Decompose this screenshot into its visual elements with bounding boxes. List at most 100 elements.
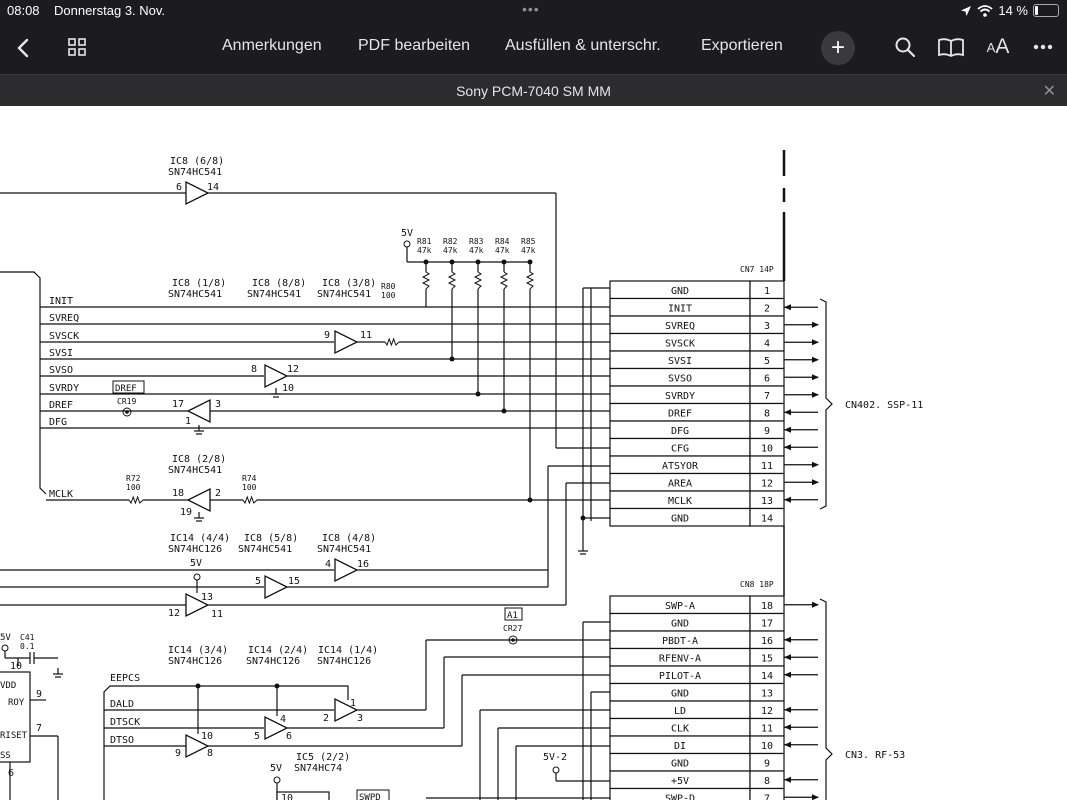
- close-icon[interactable]: ✕: [1042, 83, 1056, 100]
- status-bar: 08:08 Donnerstag 3. Nov. ••• 14 %: [0, 0, 1067, 22]
- connector-signal: CLK: [671, 724, 689, 735]
- pin-number: 1: [350, 698, 356, 709]
- resistor: [128, 495, 144, 505]
- connector-pin: 11: [761, 461, 773, 472]
- pin-number: 10: [282, 383, 294, 394]
- ic-label: IC8 (8/8): [252, 278, 306, 289]
- ic-label: IC14 (1/4): [318, 645, 378, 656]
- buffer-gate: [185, 733, 210, 759]
- signal-label: DALD: [110, 699, 134, 710]
- arrow-in: [784, 304, 791, 311]
- connector-pin: 17: [761, 619, 773, 630]
- arrow-in: [784, 671, 791, 678]
- a1-box: [504, 607, 523, 621]
- buffer-gate: [185, 180, 210, 206]
- connector-signal: +5V: [671, 776, 689, 787]
- resistor-label: R74: [242, 474, 257, 483]
- pin-number: 18: [172, 488, 184, 499]
- junction-dot: [501, 408, 507, 414]
- plus-icon[interactable]: +: [821, 31, 855, 65]
- voltage-label: 5V: [270, 763, 282, 774]
- arrow-in: [784, 741, 791, 748]
- resistor-label: R72: [126, 474, 141, 483]
- junction-dot: [527, 497, 533, 503]
- resistor-value: 47k: [417, 246, 432, 255]
- pin-number: 2: [215, 488, 221, 499]
- grid-icon[interactable]: [66, 36, 88, 58]
- status-indicators: 14 %: [960, 3, 1059, 18]
- pullup-resistor: [473, 271, 483, 290]
- buffer-gate: [264, 363, 289, 389]
- ic-label: IC8 (4/8): [322, 533, 376, 544]
- resistor-value: 47k: [443, 246, 458, 255]
- ic5b-body: [276, 791, 330, 800]
- book-icon[interactable]: [938, 36, 964, 58]
- connector-signal: SVSI: [668, 356, 692, 367]
- wifi-icon: [977, 4, 993, 17]
- signal-label: SVSO: [49, 365, 73, 376]
- connector-signal: PILOT-A: [659, 671, 701, 682]
- export-tab[interactable]: Exportieren: [701, 37, 783, 54]
- connector-signal: SVSCK: [665, 339, 695, 350]
- ic-label: IC14 (3/4): [168, 645, 228, 656]
- ic-part: SN74HC541: [247, 289, 301, 300]
- connector-pin: 3: [764, 321, 770, 332]
- bus-bracket: [0, 271, 47, 495]
- connector-pin: 7: [764, 794, 770, 800]
- connector-pin: 12: [761, 706, 773, 717]
- capacitor-value: 0.1: [20, 642, 35, 651]
- ic-pin-label: RISET: [0, 731, 28, 741]
- search-icon[interactable]: [894, 36, 916, 58]
- capacitor-label: C41: [20, 633, 35, 642]
- battery-percent: 14 %: [998, 3, 1028, 18]
- test-point-dot: [125, 410, 129, 414]
- connector-signal: DREF: [668, 409, 692, 420]
- connector-signal: PBDT-A: [662, 636, 698, 647]
- arrow-in: [784, 706, 791, 713]
- connector-pin: 16: [761, 636, 773, 647]
- connector-target: CN402. SSP-11: [845, 400, 923, 411]
- pullup-resistor: [421, 271, 431, 290]
- pin-number: 5: [255, 576, 261, 587]
- chevron-left-icon[interactable]: [12, 35, 34, 61]
- voltage-label: 5V: [190, 558, 202, 569]
- ic-part: SN74HC74: [294, 763, 342, 774]
- pin-number: 14: [207, 182, 219, 193]
- pin-number: 15: [288, 576, 300, 587]
- connector-signal: SWP-D: [665, 794, 695, 800]
- pin-number: 10: [201, 731, 213, 742]
- multitasking-dots-icon[interactable]: •••: [522, 1, 540, 17]
- pullup-resistor: [499, 271, 509, 290]
- pin-number: 13: [201, 592, 213, 603]
- pin-number: 8: [207, 748, 213, 759]
- ic-part: SN74HC126: [246, 656, 300, 667]
- arrow-out: [812, 321, 819, 328]
- resistor-value: 47k: [495, 246, 510, 255]
- arrow-out: [812, 374, 819, 381]
- battery-icon: [1033, 4, 1059, 17]
- connector-pin: 9: [764, 759, 770, 770]
- signal-label: DREF: [49, 400, 73, 411]
- ic-part: SN74HC126: [168, 656, 222, 667]
- connector-pin: 6: [764, 374, 770, 385]
- edit-pdf-tab[interactable]: PDF bearbeiten: [358, 37, 471, 54]
- pin-number: 6: [286, 731, 292, 742]
- connector-pin: 1: [764, 286, 770, 297]
- date: Donnerstag 3. Nov.: [54, 3, 166, 18]
- arrow-in: [784, 496, 791, 503]
- toolbar: Anmerkungen PDF bearbeiten Ausfüllen & u…: [0, 22, 1067, 74]
- more-icon[interactable]: [1032, 36, 1054, 58]
- box-label: A1: [507, 611, 518, 621]
- connector-signal: GND: [671, 286, 689, 297]
- ic-part: SN74HC126: [317, 656, 371, 667]
- pin-number: 1: [185, 416, 191, 427]
- ic-part: SN74HC541: [168, 167, 222, 178]
- annotations-tab[interactable]: Anmerkungen: [222, 37, 322, 54]
- fill-sign-tab[interactable]: Ausfüllen & unterschr.: [505, 37, 661, 54]
- connector-pin: 8: [764, 409, 770, 420]
- pin-number: 19: [180, 507, 192, 518]
- pin-number: 5: [254, 731, 260, 742]
- junction-dot: [475, 391, 481, 397]
